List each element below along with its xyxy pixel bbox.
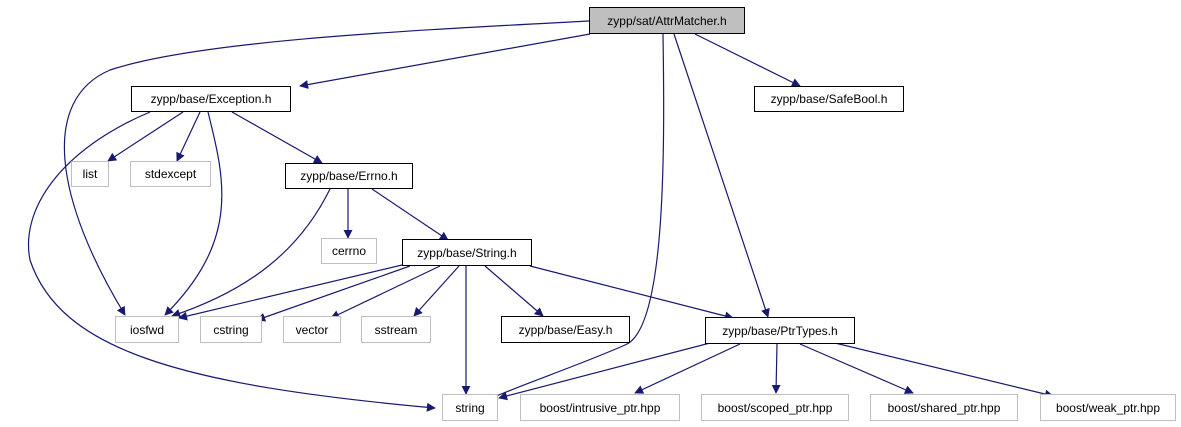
node-string-h[interactable]: zypp/base/String.h [402, 239, 532, 266]
edge-attrmatcher-string [484, 33, 665, 402]
node-safe-bool[interactable]: zypp/base/SafeBool.h [754, 86, 904, 112]
node-weak-ptr[interactable]: boost/weak_ptr.hpp [1040, 394, 1176, 421]
edge-ptrtypes-scoped [771, 343, 781, 394]
node-cerrno-label: cerrno [331, 244, 366, 258]
edge-ptrtypes-weak [834, 342, 1054, 399]
edge-attrmatcher-ptrtypes [673, 33, 770, 318]
node-cerrno[interactable]: cerrno [321, 238, 377, 264]
node-iosfwd[interactable]: iosfwd [115, 316, 179, 343]
edge-exception-string [28, 111, 436, 412]
edge-stringh-cstring [256, 265, 411, 322]
node-list[interactable]: list [71, 161, 109, 187]
edge-stringh-iosfwd [178, 264, 403, 321]
node-exception[interactable]: zypp/base/Exception.h [131, 86, 291, 112]
edge-errno-iosfwd [171, 188, 331, 318]
node-attr-matcher-label: zypp/sat/AttrMatcher.h [607, 13, 727, 28]
node-errno-label: zypp/base/Errno.h [300, 169, 398, 183]
edge-stringh-ptrtypes [529, 265, 734, 321]
node-stdexcept[interactable]: stdexcept [130, 161, 211, 187]
edge-stringh-vector [330, 265, 441, 319]
node-easy-label: zypp/base/Easy.h [518, 322, 613, 337]
edge-attrmatcher-exception [299, 33, 591, 89]
node-sstream[interactable]: sstream [361, 316, 431, 343]
edge-exception-list [107, 111, 184, 162]
node-string-label: string [455, 400, 485, 415]
node-shared-ptr[interactable]: boost/shared_ptr.hpp [870, 394, 1018, 421]
edge-exception-errno [231, 111, 323, 164]
edge-exception-stdexcept [176, 111, 201, 162]
node-cstring[interactable]: cstring [200, 316, 262, 343]
node-ptr-types[interactable]: zypp/base/PtrTypes.h [705, 317, 855, 344]
node-easy[interactable]: zypp/base/Easy.h [501, 316, 630, 343]
edge-attrmatcher-safebool [694, 33, 801, 87]
node-iosfwd-label: iosfwd [129, 322, 164, 337]
edge-ptrtypes-shared [799, 343, 914, 394]
node-safe-bool-label: zypp/base/SafeBool.h [770, 92, 888, 106]
node-string[interactable]: string [442, 394, 498, 421]
node-attr-matcher[interactable]: zypp/sat/AttrMatcher.h [589, 7, 745, 34]
node-list-label: list [82, 167, 98, 181]
edge-stringh-sstream [413, 265, 460, 317]
node-errno[interactable]: zypp/base/Errno.h [285, 163, 413, 189]
node-weak-ptr-label: boost/weak_ptr.hpp [1055, 400, 1161, 415]
node-intrusive-ptr-label: boost/intrusive_ptr.hpp [539, 400, 661, 415]
edge-attrmatcher-iosfwd [63, 20, 590, 316]
node-stdexcept-label: stdexcept [144, 167, 197, 181]
node-vector[interactable]: vector [283, 316, 341, 343]
node-scoped-ptr[interactable]: boost/scoped_ptr.hpp [701, 394, 849, 421]
node-scoped-ptr-label: boost/scoped_ptr.hpp [717, 400, 833, 415]
edge-ptrtypes-string [498, 342, 711, 401]
edge-ptrtypes-intrusive [634, 343, 741, 394]
node-intrusive-ptr[interactable]: boost/intrusive_ptr.hpp [520, 394, 680, 421]
edge-errno-stringh [371, 188, 449, 241]
edge-exception-iosfwd [164, 111, 223, 316]
node-exception-label: zypp/base/Exception.h [150, 92, 272, 106]
node-string-h-label: zypp/base/String.h [417, 245, 517, 260]
node-cstring-label: cstring [213, 322, 249, 337]
node-shared-ptr-label: boost/shared_ptr.hpp [887, 400, 1001, 415]
node-ptr-types-label: zypp/base/PtrTypes.h [722, 323, 838, 338]
node-vector-label: vector [295, 322, 329, 337]
edge-stringh-easy [484, 265, 544, 317]
node-sstream-label: sstream [374, 322, 418, 337]
